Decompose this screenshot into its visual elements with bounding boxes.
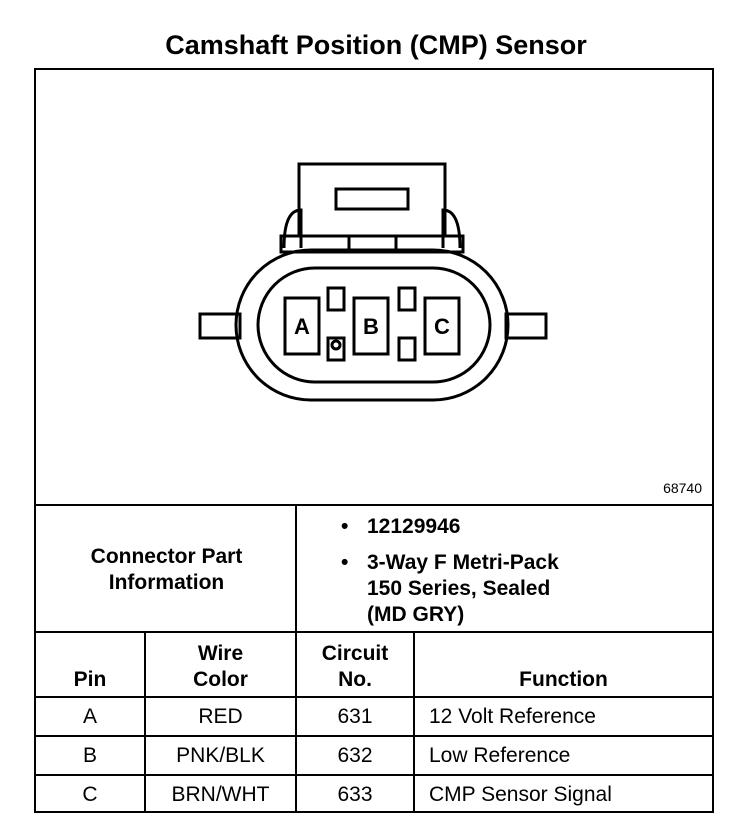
divider-connector-info: [36, 631, 712, 633]
table-row-1-function: 12 Volt Reference: [429, 705, 596, 728]
table-row-3-wire-color: BRN/WHT: [171, 783, 270, 806]
header-circuit-no: Circuit No.: [321, 642, 389, 691]
figure-number: 68740: [663, 480, 702, 496]
connector-info-description: • 3-Way F Metri-Pack 150 Series, Sealed …: [341, 551, 559, 626]
connector-body-inner: [256, 266, 492, 384]
latch-slot: [334, 187, 410, 211]
table-row-1-wire-color: RED: [198, 705, 243, 728]
connector-info-part-number: • 12129946: [341, 515, 461, 538]
table-row-1-circuit: 631: [337, 705, 373, 728]
page-title: Camshaft Position (CMP) Sensor: [165, 30, 587, 60]
connector-chart-frame: A B C 68740 Connector Part Information •…: [34, 68, 714, 813]
cavity-a: [283, 296, 321, 356]
key-top-left: [326, 286, 346, 312]
right-ear: [504, 312, 548, 340]
pin-indicator-dot: [330, 339, 342, 351]
divider-diagram: [36, 504, 712, 506]
divider-row-2: [36, 774, 712, 776]
divider-header: [36, 696, 712, 698]
key-bottom-right: [397, 336, 417, 362]
table-row-3-circuit: 633: [337, 783, 373, 806]
latch-block: [297, 162, 447, 238]
key-top-right: [397, 286, 417, 312]
table-row-2-circuit: 632: [337, 744, 373, 767]
header-wire-color: Wire Color: [193, 642, 248, 691]
connector-face-illustration: A B C: [198, 162, 548, 402]
table-row-2-pin: B: [82, 744, 97, 767]
connector-info-label: Connector Part Information: [90, 544, 243, 594]
connector-body-outer: [234, 248, 510, 402]
divider-col-2: [295, 504, 297, 813]
connector-info-list: • 12129946 • 3-Way F Metri-Pack 150 Seri…: [341, 514, 559, 638]
table-row-2-wire-color: PNK/BLK: [176, 744, 265, 767]
table-row-1-pin: A: [82, 705, 97, 728]
divider-col-1: [144, 631, 146, 813]
table-row-2-function: Low Reference: [429, 744, 571, 767]
latch-shoulders: [282, 208, 462, 249]
table-row-3-function: CMP Sensor Signal: [429, 783, 612, 806]
divider-row-1: [36, 735, 712, 737]
cavity-b-label: B: [363, 314, 379, 339]
latch-base: [279, 234, 465, 254]
divider-col-3: [413, 631, 415, 813]
header-pin: Pin: [73, 668, 107, 691]
cavity-a-label: A: [294, 314, 310, 339]
key-bottom-left: [326, 336, 346, 362]
left-ear: [198, 312, 242, 340]
cavity-c: [423, 296, 461, 356]
cavity-b: [352, 296, 390, 356]
header-function: Function: [519, 668, 608, 691]
table-row-3-pin: C: [82, 783, 98, 806]
cavity-c-label: C: [434, 314, 450, 339]
